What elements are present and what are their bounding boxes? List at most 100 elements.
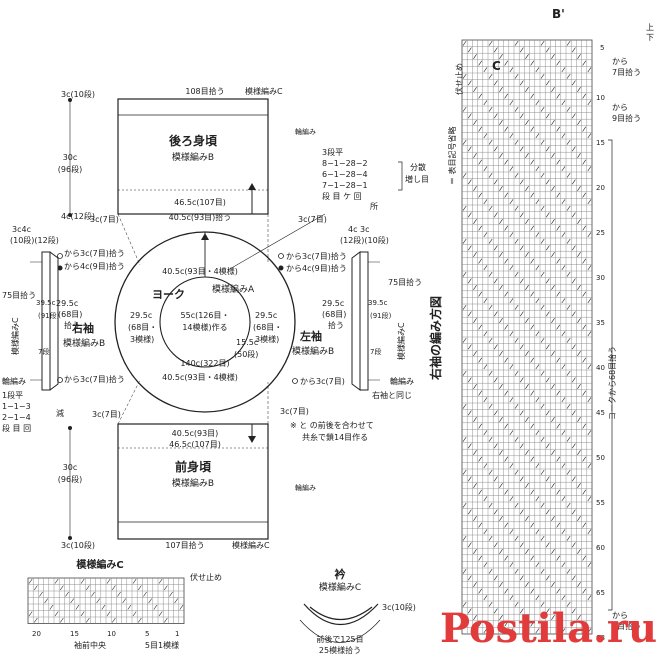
pattern-c-symbol: [39, 591, 43, 597]
sleeve-symbol: [478, 258, 483, 264]
sleeve-symbol: [519, 542, 524, 548]
increase-legend-2: 所: [370, 201, 378, 211]
right-sleeve-top-a: 3c4c: [12, 225, 31, 234]
right-sleeve-dec-title: 1段平: [2, 390, 23, 400]
sleeve-symbol: [535, 562, 540, 568]
sleeve-symbol: [551, 417, 555, 422]
back-top-pickup: 108目拾う: [185, 86, 224, 96]
sleeve-symbol: [467, 542, 472, 548]
pattern-c-symbol: [158, 578, 163, 584]
front-body-panel: 前身頃 模様編みB 40.5c(93目) 46.5c(107目) 輪編み 107…: [58, 407, 316, 550]
sleeve-symbol: [551, 219, 555, 224]
sleeve-symbol: [577, 615, 581, 620]
yoke-bottom-width: 40.5c(93目・4模様): [162, 372, 238, 382]
sleeve-symbol: [514, 205, 519, 211]
increase-flat: 3段平: [322, 147, 343, 157]
front-width-1: 40.5c(93目): [172, 429, 219, 438]
sleeve-symbol: [540, 601, 545, 607]
sleeve-symbol: [488, 172, 493, 178]
sleeve-symbol: [499, 87, 503, 92]
sleeve-symbol: [462, 238, 467, 244]
sleeve-symbol: [545, 608, 550, 614]
sleeve-symbol: [509, 100, 514, 106]
sleeve-symbol: [577, 450, 581, 455]
sleeve-symbol: [587, 265, 592, 271]
sleeve-symbol: [478, 390, 483, 396]
yoke-side-left-1: 29.5c: [130, 311, 152, 320]
sleeve-symbol: [514, 139, 519, 145]
sleeve-symbol: [535, 133, 540, 139]
sleeve-symbol: [566, 436, 571, 442]
sleeve-symbol: [556, 423, 561, 429]
pattern-c-symbol: [132, 578, 137, 584]
sleeve-symbol: [571, 179, 576, 185]
sleeve-symbol: [582, 159, 587, 165]
back-rib-label: 輪編み: [295, 127, 316, 136]
right-sleeve-from-1: から3c(7目)拾う: [64, 248, 125, 258]
sleeve-symbol: [545, 80, 550, 86]
sleeve-symbol: [504, 60, 509, 66]
pattern-c-symbol: [117, 591, 121, 597]
sleeve-symbol: [473, 285, 477, 290]
sleeve-symbol: [535, 100, 540, 106]
sleeve-symbol: [582, 324, 587, 330]
sleeve-symbol: [483, 397, 488, 403]
sleeve-symbol: [493, 113, 498, 119]
sleeve-symbol: [525, 87, 529, 92]
sleeve-symbol: [551, 285, 555, 290]
sleeve-symbol: [504, 225, 509, 231]
sleeve-symbol: [551, 450, 555, 455]
sleeve-symbol: [551, 615, 555, 620]
sleeve-symbol: [499, 483, 503, 488]
sleeve-symbol: [504, 324, 509, 330]
back-corner-right: 3c(7目): [298, 215, 327, 224]
sleeve-symbol: [519, 212, 524, 218]
sleeve-chart-from-bot-1: から: [612, 611, 628, 620]
sleeve-symbol: [587, 397, 592, 403]
pattern-c-chart: 模様編みC 伏せ止め 20 15 10 5 1 袖前中央 5目1模様: [27, 558, 222, 650]
right-sleeve-length-2: (91段): [38, 311, 60, 320]
left-sleeve-from-1: から3c(7目)拾う: [286, 251, 347, 261]
sleeve-symbol: [499, 54, 503, 59]
sleeve-symbol: [499, 153, 503, 158]
sleeve-symbol: [530, 258, 535, 264]
yoke-side-left-3: 3模様): [130, 334, 154, 344]
sleeve-symbol: [504, 357, 509, 363]
front-width-2: 46.5c(107目): [169, 440, 221, 449]
sleeve-symbol: [566, 568, 571, 574]
sleeve-symbol: [582, 489, 587, 495]
sleeve-symbol: [483, 463, 488, 469]
sleeve-chart-n65: 65: [596, 589, 605, 597]
sleeve-symbol: [535, 628, 540, 634]
yoke-circumference: 140c(322目): [180, 359, 229, 368]
sleeve-chart-n45: 45: [596, 409, 605, 417]
sleeve-symbol: [509, 463, 514, 469]
sleeve-symbol: [561, 529, 566, 535]
yoke-depth-1: 15.5c: [236, 338, 258, 347]
sleeve-symbol: [478, 456, 483, 462]
sleeve-symbol: [519, 47, 524, 53]
sleeve-symbol: [467, 575, 472, 581]
left-sleeve-same: 右袖と同じ: [372, 390, 412, 400]
sleeve-symbol: [582, 390, 587, 396]
sleeve-symbol: [540, 271, 545, 277]
sleeve-symbol: [478, 423, 483, 429]
sleeve-symbol: [525, 219, 529, 224]
sleeve-chart-n50: 50: [596, 454, 605, 462]
sleeve-symbol: [540, 139, 545, 145]
sleeve-symbol: [535, 166, 540, 172]
sleeve-symbol: [556, 258, 561, 264]
left-sleeve-width-2: (68目): [322, 310, 346, 319]
sleeve-symbol: [561, 463, 566, 469]
sleeve-symbol: [467, 377, 472, 383]
sleeve-symbol: [530, 324, 535, 330]
sleeve-symbol: [582, 60, 587, 66]
sleeve-symbol: [530, 456, 535, 462]
sleeve-symbol: [462, 139, 467, 145]
sleeve-symbol: [519, 443, 524, 449]
sleeve-symbol: [488, 436, 493, 442]
sleeve-symbol: [551, 252, 555, 257]
sleeve-symbol: [509, 133, 514, 139]
pattern-c-symbol: [179, 604, 184, 610]
